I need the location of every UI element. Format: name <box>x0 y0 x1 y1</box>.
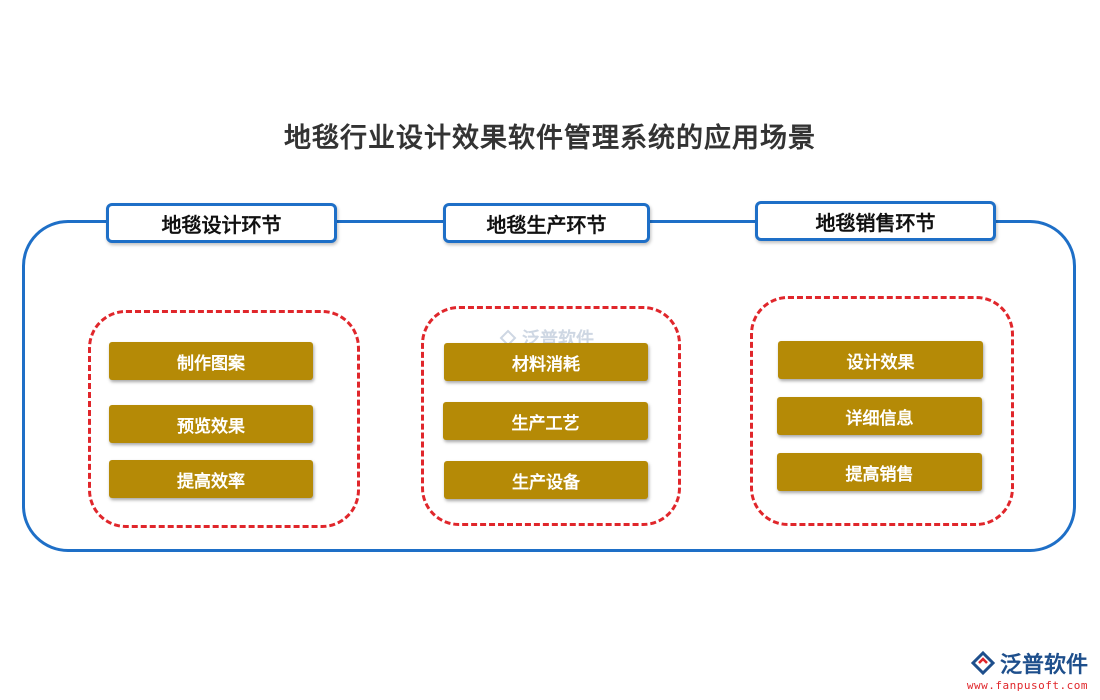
group-sales <box>750 296 1014 526</box>
brand-logo-icon <box>970 651 996 675</box>
item-design-2: 预览效果 <box>109 405 313 443</box>
item-production-1: 材料消耗 <box>444 343 648 381</box>
brand-logo: 泛普软件 www.fanpusoft.com <box>967 647 1088 692</box>
brand-url: www.fanpusoft.com <box>966 679 1088 692</box>
item-design-1: 制作图案 <box>109 342 313 380</box>
brand-name: 泛普软件 <box>999 653 1088 678</box>
header-sales: 地毯销售环节 <box>755 201 996 241</box>
item-design-3: 提高效率 <box>109 460 313 498</box>
item-sales-2: 详细信息 <box>777 397 982 435</box>
diagram-title: 地毯行业设计效果软件管理系统的应用场景 <box>284 123 816 154</box>
group-production <box>421 306 681 526</box>
item-sales-3: 提高销售 <box>777 453 982 491</box>
group-design <box>88 310 360 528</box>
item-sales-1: 设计效果 <box>778 341 983 379</box>
watermark-logo-icon <box>499 329 517 347</box>
item-production-2: 生产工艺 <box>443 402 648 440</box>
header-production: 地毯生产环节 <box>443 203 650 243</box>
item-production-3: 生产设备 <box>444 461 648 499</box>
header-design: 地毯设计环节 <box>106 203 337 243</box>
